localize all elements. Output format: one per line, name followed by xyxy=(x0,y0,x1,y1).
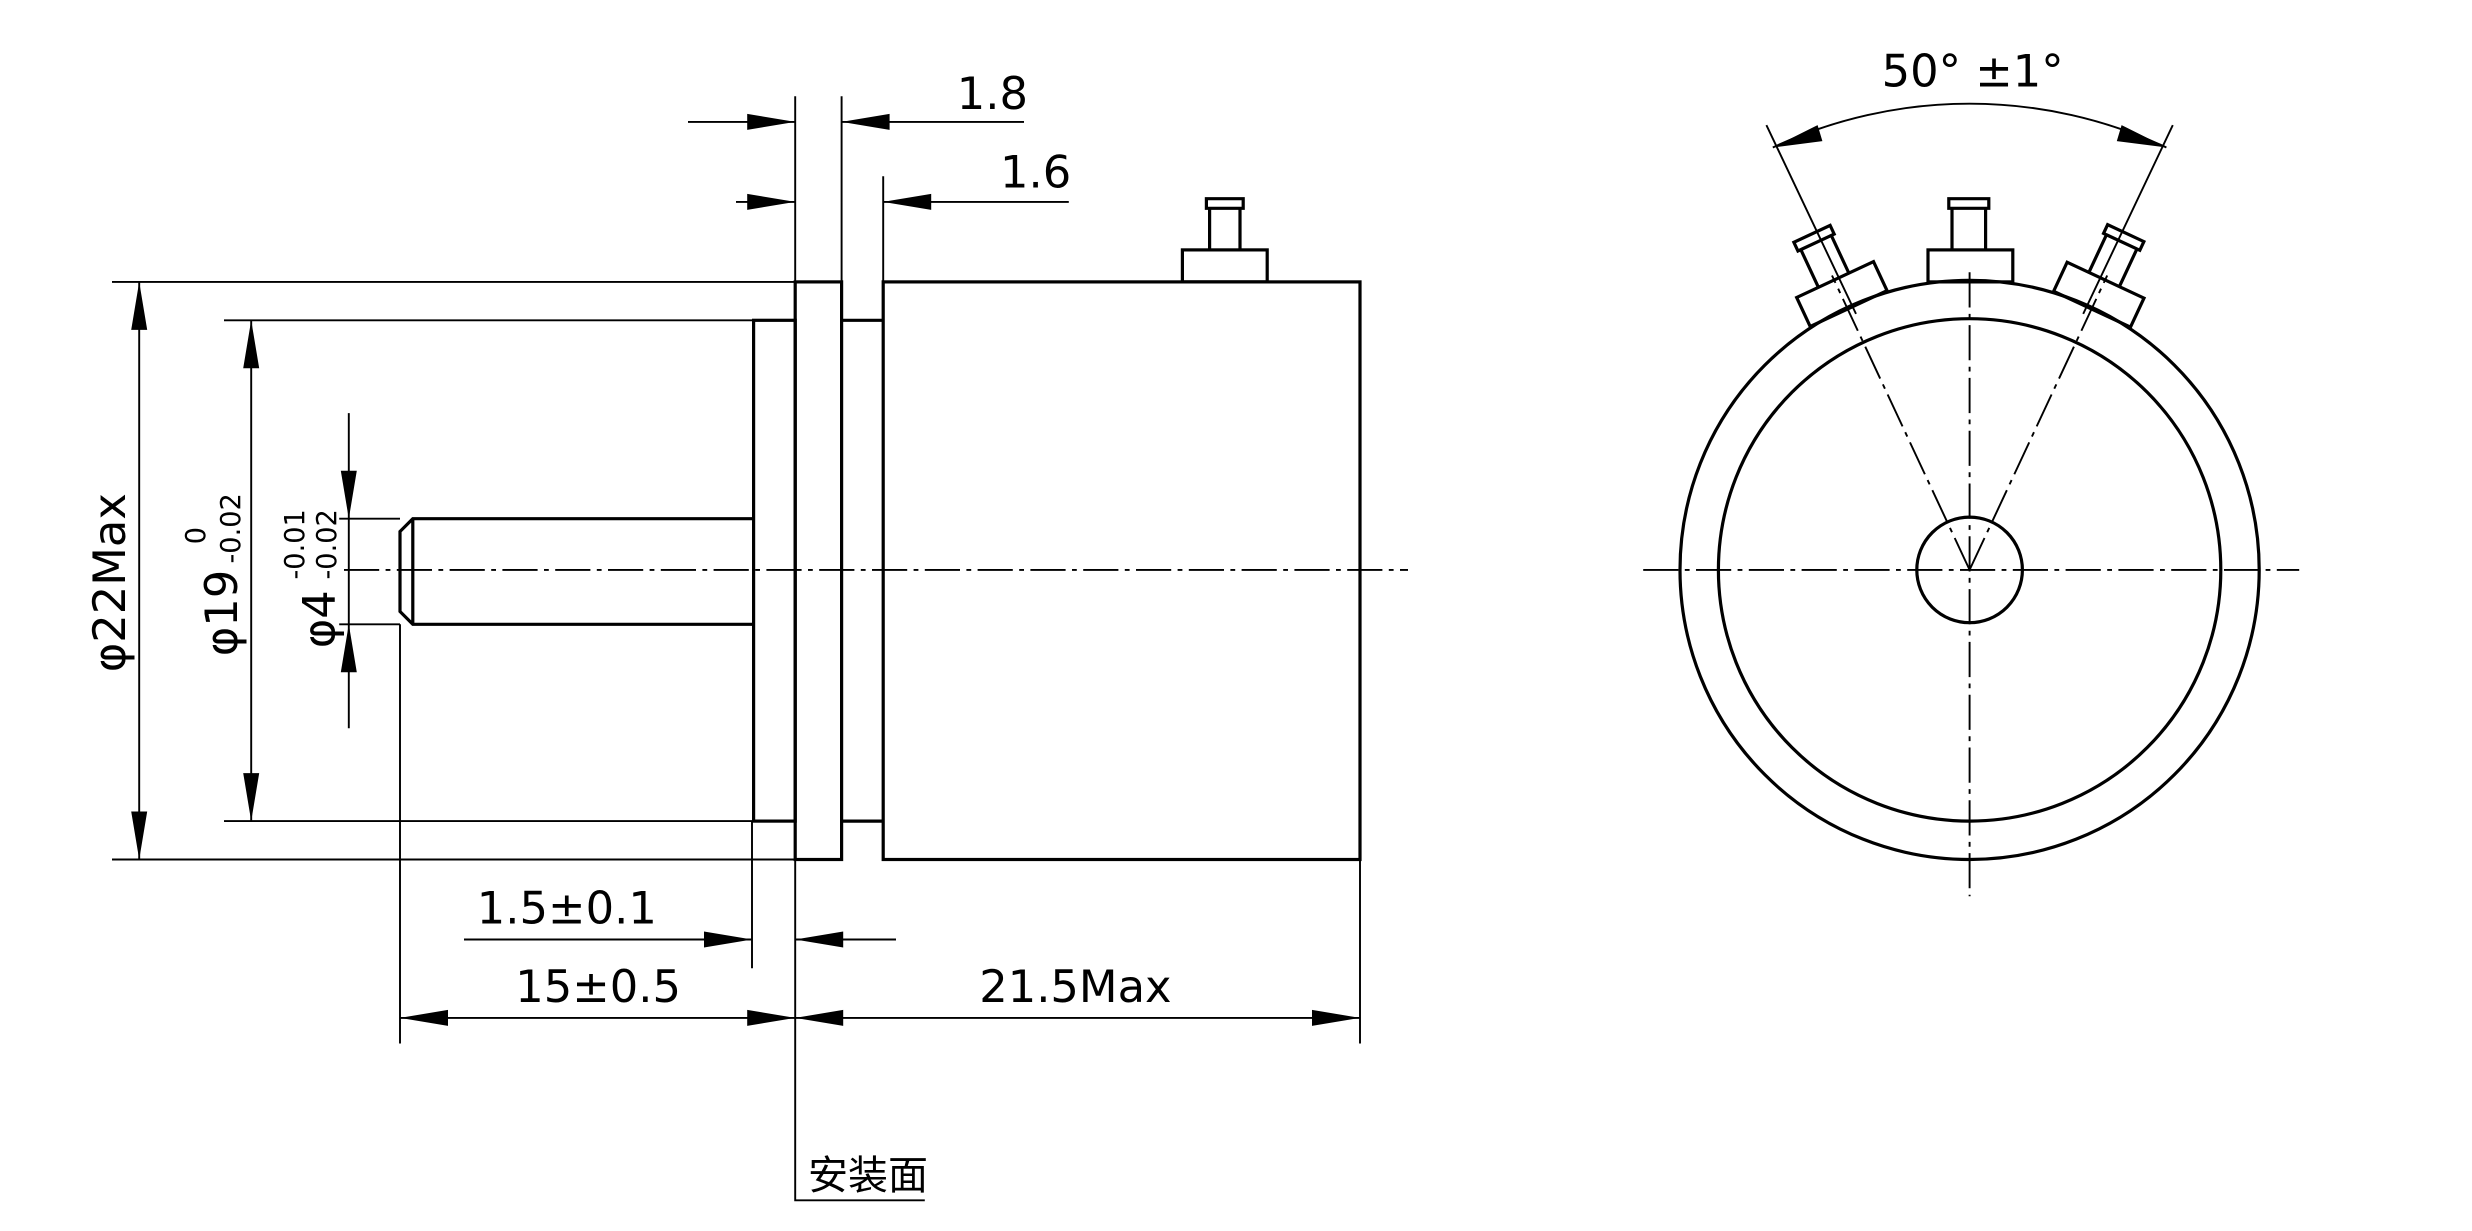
terminal-base xyxy=(1180,248,1269,284)
terminal-left xyxy=(1791,223,1890,329)
terminal-right xyxy=(2051,222,2147,330)
angle-arc xyxy=(1772,102,2167,149)
dim-bottom: 1.5±0.1 15±0.5 21.5Max 安装面 xyxy=(399,624,1361,1202)
dim-flange-diameter: φ19 0 -0.02 xyxy=(181,319,754,823)
front-view: 50° ±1° xyxy=(1643,45,2300,897)
side-view xyxy=(344,197,1408,862)
dim-1-8-text: 1.8 xyxy=(957,67,1028,120)
dim-shaft-diameter: φ4 -0.01 -0.02 xyxy=(280,413,400,729)
dim-shaft-tol-upper: -0.01 xyxy=(280,509,311,579)
dim-shaft-tol-lower: -0.02 xyxy=(312,509,343,579)
dim-top: 1.8 1.6 xyxy=(688,67,1071,282)
terminal-pin xyxy=(1204,197,1245,250)
dim-flange-tol-upper: 0 xyxy=(181,527,212,544)
dim-outer-diameter-text: φ22Max xyxy=(83,493,136,672)
angle-extension-lines xyxy=(1765,124,2174,315)
mounting-face-label: 安装面 xyxy=(808,1153,928,1199)
dim-1-6-text: 1.6 xyxy=(1000,146,1071,199)
dim-outer-diameter: φ22Max xyxy=(83,280,796,861)
dim-flange-diameter-text: φ19 xyxy=(195,570,248,657)
dim-shaft-length-text: 15±0.5 xyxy=(515,960,681,1013)
shaft xyxy=(398,517,752,626)
dim-flange-thickness-text: 1.5±0.1 xyxy=(477,882,657,935)
terminal-center xyxy=(1926,197,2015,284)
angle-line-left xyxy=(1831,275,1971,571)
dim-angle-text: 50° ±1° xyxy=(1882,45,2064,98)
dim-flange-tol-lower: -0.02 xyxy=(216,493,247,563)
dim-body-length-text: 21.5Max xyxy=(979,960,1171,1013)
angle-line-right xyxy=(1968,275,2109,571)
dim-shaft-diameter-text: φ4 xyxy=(292,590,345,648)
neck xyxy=(841,318,884,823)
